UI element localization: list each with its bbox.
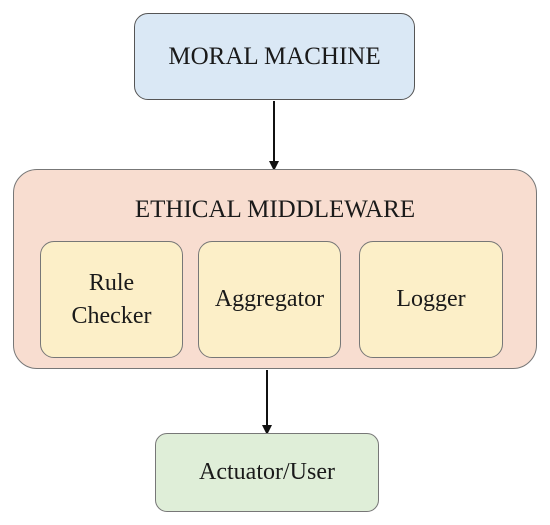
- ethical-middleware-title: ETHICAL MIDDLEWARE: [134, 196, 416, 223]
- rule-checker-node: Rule Checker: [40, 241, 183, 358]
- rule-checker-label: Rule Checker: [71, 270, 152, 329]
- actuator-user-label: Actuator/User: [199, 459, 335, 485]
- ethical-middleware-node: ETHICAL MIDDLEWARE Rule Checker Aggregat…: [13, 169, 537, 369]
- aggregator-node: Aggregator: [198, 241, 341, 358]
- moral-machine-label: MORAL MACHINE: [168, 42, 381, 70]
- moral-machine-node: MORAL MACHINE: [134, 13, 415, 100]
- aggregator-label: Aggregator: [214, 286, 325, 313]
- logger-label: Logger: [396, 286, 466, 313]
- actuator-user-node: Actuator/User: [155, 433, 379, 512]
- logger-node: Logger: [359, 241, 503, 358]
